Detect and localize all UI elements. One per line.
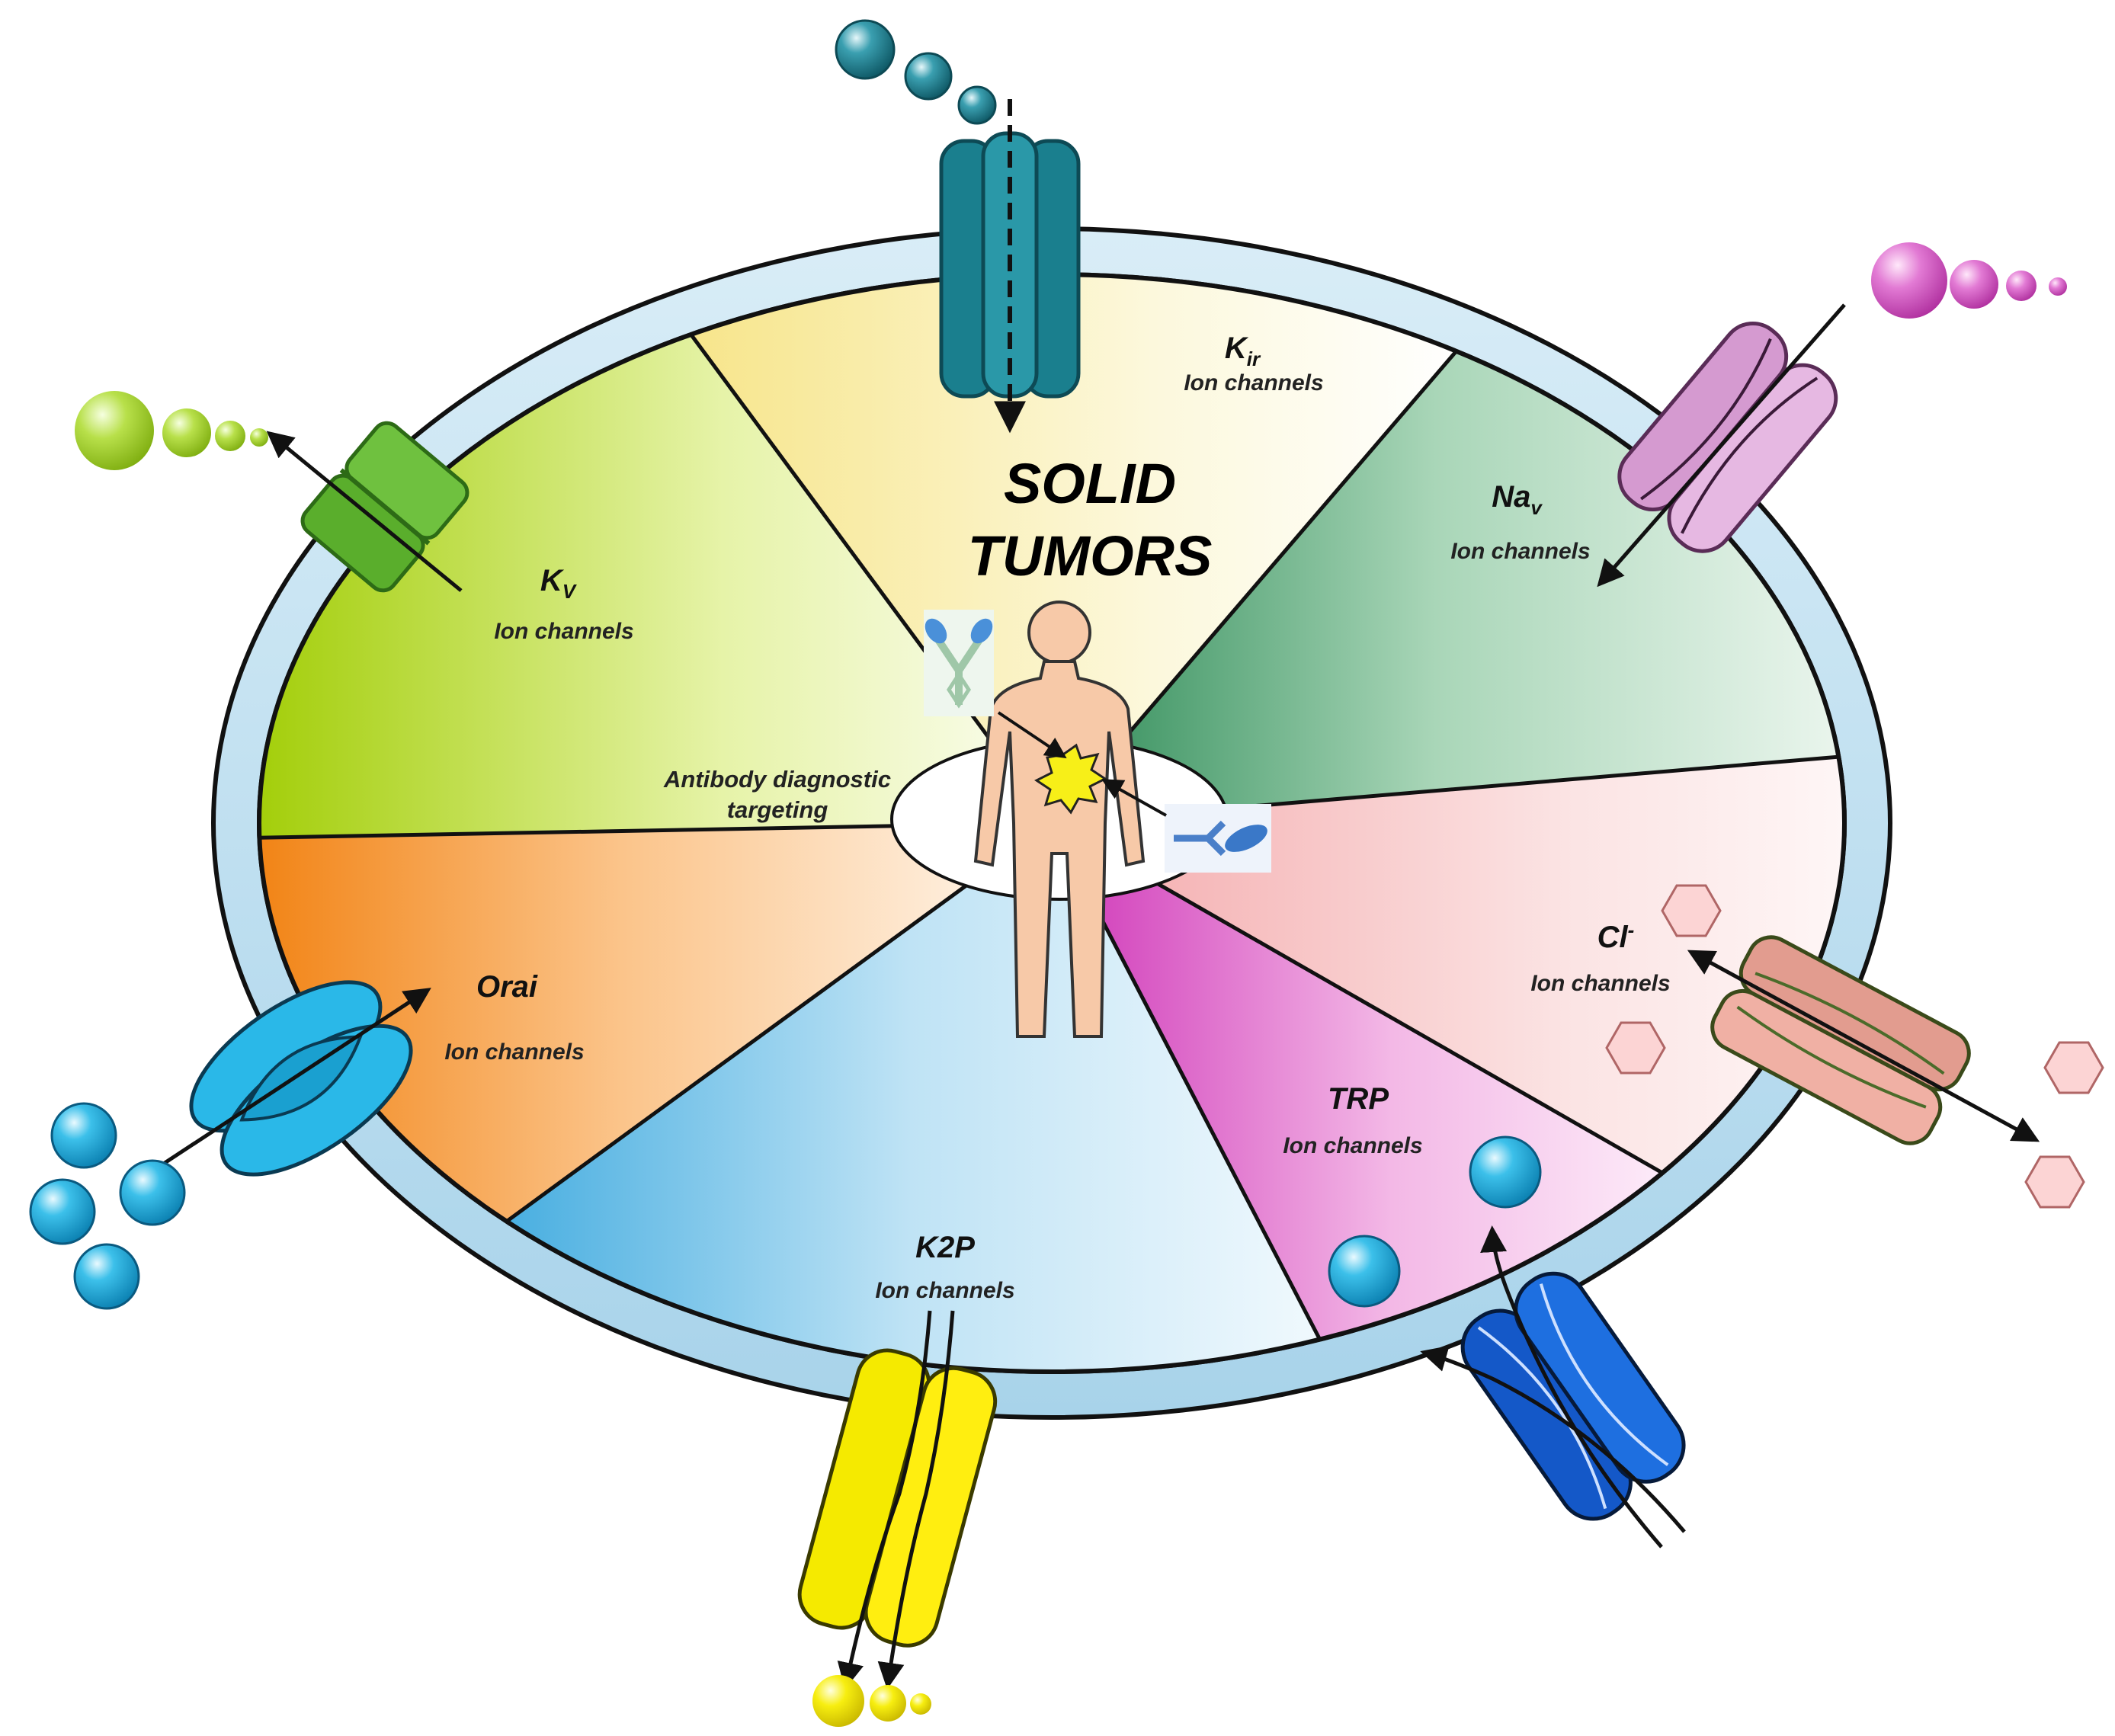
label-nav-main: Na <box>1492 480 1530 514</box>
label-k2p-caption: Ion channels <box>875 1278 1014 1303</box>
label-cl-caption: Ion channels <box>1530 971 1670 996</box>
label-kir-main: K <box>1225 332 1249 365</box>
center-label-line2: targeting <box>727 796 828 823</box>
label-k2p: K2P Ion channels <box>875 1231 1014 1303</box>
human-figure-icon <box>973 601 1146 1038</box>
orai-ion-spheres <box>29 1102 186 1310</box>
label-kir-caption: Ion channels <box>1184 370 1323 396</box>
center-label-line1: Antibody diagnostic <box>663 766 891 793</box>
trp-ion-spheres <box>1328 1135 1542 1308</box>
kv-ion-spheres <box>75 391 268 470</box>
nav-ion-spheres <box>1871 242 2067 319</box>
sector-kir <box>686 274 1463 823</box>
label-cl-sup: - <box>1628 918 1635 941</box>
label-k2p-main: K2P <box>915 1231 975 1264</box>
tumor-burst-icon <box>1034 743 1107 815</box>
label-orai: Orai Ion channels <box>444 970 584 1065</box>
title-line2: TUMORS <box>968 524 1213 588</box>
kir-channel-icon <box>939 99 1081 434</box>
label-trp: TRP Ion channels <box>1283 1082 1422 1158</box>
label-trp-caption: Ion channels <box>1283 1133 1422 1158</box>
svg-text:Nav: Nav <box>1492 480 1543 519</box>
label-cl: Cl- Ion channels <box>1530 918 1670 996</box>
orai-channel-icon <box>189 980 413 1177</box>
cl-ion-hexagons <box>1605 884 2104 1209</box>
label-cl-main: Cl <box>1597 921 1629 954</box>
antibody-icon-left <box>924 610 994 716</box>
label-nav-sub: v <box>1530 496 1543 519</box>
title: SOLID TUMORS <box>968 452 1213 588</box>
antibody-icon-right <box>1165 804 1271 873</box>
label-trp-main: TRP <box>1328 1082 1389 1116</box>
label-orai-main: Orai <box>476 970 538 1004</box>
title-line1: SOLID <box>1004 452 1176 515</box>
label-kir-sub: ir <box>1247 348 1261 370</box>
label-nav-caption: Ion channels <box>1450 539 1590 564</box>
kir-ion-spheres <box>835 19 997 125</box>
center-label: Antibody diagnostic targeting <box>663 766 891 823</box>
label-kv-sub: V <box>562 580 578 603</box>
label-kir: Kir Ion channels <box>1184 332 1323 396</box>
svg-text:Kir: Kir <box>1225 332 1261 370</box>
label-kv-caption: Ion channels <box>494 619 633 644</box>
label-kv: KV Ion channels <box>494 564 633 644</box>
trp-channel-icon <box>1460 1271 1686 1521</box>
k2p-ion-spheres <box>812 1675 931 1727</box>
kv-channel-icon <box>300 421 469 593</box>
svg-text:Cl-: Cl- <box>1597 918 1635 954</box>
label-kv-main: K <box>540 564 565 597</box>
label-nav: Nav Ion channels <box>1450 480 1590 564</box>
label-orai-caption: Ion channels <box>444 1039 584 1065</box>
svg-text:KV: KV <box>540 564 578 603</box>
